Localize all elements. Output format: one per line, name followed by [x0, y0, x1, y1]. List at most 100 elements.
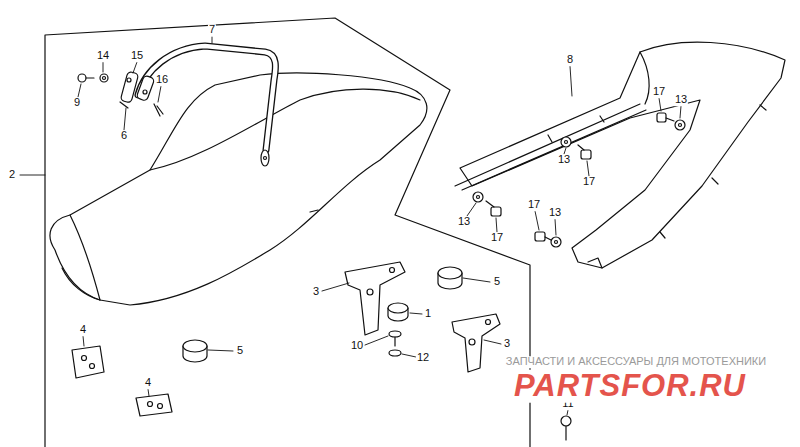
rail-brackets-part	[120, 71, 138, 103]
callout-number: 13	[548, 207, 562, 219]
watermark-text: ЗАПЧАСТИ И АКСЕССУАРЫ ДЛЯ МОТОТЕХНИКИ	[505, 356, 767, 368]
seat-brackets-part	[345, 262, 405, 335]
bolt-part	[561, 416, 571, 426]
callout-number: 16	[155, 74, 169, 86]
tail-cowl-part	[588, 105, 766, 268]
tail-cowl-part	[640, 52, 649, 104]
leader-lines-part	[484, 340, 501, 344]
callout-number: 13	[557, 154, 571, 166]
cowl-bolts-washers-part	[679, 124, 682, 127]
grab-rail-part	[261, 150, 269, 166]
group-frame	[45, 18, 530, 447]
callout-number: 3	[312, 286, 320, 298]
leader-lines-part	[83, 336, 84, 346]
leader-lines-part	[410, 313, 422, 314]
cowl-bolts-washers-part	[535, 232, 545, 241]
leader-lines-part	[402, 354, 416, 357]
leader-lines-part	[463, 278, 490, 282]
callout-number: 5	[236, 345, 244, 357]
seat-plates-part	[136, 394, 172, 416]
leader-lines-part	[570, 66, 572, 96]
callout-number: 17	[490, 232, 504, 244]
callout-number: 15	[130, 50, 144, 62]
callout-number: 13	[674, 94, 688, 106]
cowl-bolts-washers-part	[473, 192, 483, 202]
small-fasteners	[78, 74, 163, 116]
seat-brackets-part	[469, 339, 475, 345]
callout-number: 14	[96, 50, 110, 62]
seat-part	[62, 268, 100, 300]
leader-lines-part	[158, 86, 161, 102]
grab-rail	[138, 46, 275, 166]
callout-number: 7	[208, 24, 216, 36]
callout-number: 17	[652, 86, 666, 98]
small-fasteners-part	[86, 77, 94, 78]
leader-lines-part	[535, 211, 539, 230]
tail-cowl	[455, 42, 785, 268]
cowl-bolts-washers-part	[675, 120, 685, 130]
callout-number: 17	[527, 199, 541, 211]
small-fasteners-part	[78, 74, 86, 82]
tail-cowl-part	[548, 116, 604, 142]
rail-brackets-part	[143, 90, 147, 94]
tail-cowl-part	[455, 104, 646, 190]
tail-cowl-part	[460, 42, 785, 268]
cowl-bolts-washers-part	[666, 118, 674, 121]
callout-number: 4	[144, 377, 152, 389]
grab-rail-part	[138, 46, 275, 150]
callout-number: 9	[73, 97, 81, 109]
cowl-bolts-washers-part	[486, 201, 494, 207]
leader-lines-part	[148, 389, 149, 396]
cowl-bolts-washers-part	[657, 113, 666, 122]
callout-number: 2	[8, 169, 16, 181]
seat-brackets-part	[390, 268, 395, 273]
rail-brackets	[120, 71, 155, 108]
callout-number: 10	[350, 340, 364, 352]
rail-brackets-part	[120, 102, 128, 108]
rail-brackets-part	[136, 75, 155, 101]
leader-lines-part	[212, 37, 213, 43]
seat-brackets-part	[367, 289, 373, 295]
cowl-bolts-washers	[473, 113, 685, 247]
rubber-mounts-part	[438, 267, 462, 279]
leader-lines-part	[365, 336, 388, 345]
leader-lines-part	[208, 350, 233, 351]
rail-brackets-part	[127, 78, 131, 82]
rubber-mounts	[183, 267, 462, 362]
leader-lines-part	[555, 219, 556, 235]
seat-brackets-part	[486, 320, 491, 325]
cowl-bolts-washers-part	[555, 241, 558, 244]
leader-lines-part	[567, 410, 568, 415]
seat-plates-part	[148, 402, 153, 407]
cowl-bolts-washers-part	[565, 141, 568, 144]
seat-plates-part	[72, 346, 104, 378]
callout-number: 12	[416, 352, 430, 364]
callout-number: 3	[503, 338, 511, 350]
cowl-bolts-washers-part	[581, 150, 591, 159]
rubber-mounts-part	[394, 337, 395, 346]
small-fasteners-part	[100, 74, 108, 82]
leader-lines-part	[78, 84, 81, 97]
leader-lines-part	[659, 98, 661, 111]
leader-lines-part	[103, 62, 104, 72]
seat-part	[310, 210, 318, 212]
rubber-mounts-part	[389, 350, 401, 356]
small-fasteners-part	[103, 77, 106, 80]
grab-rail-part	[138, 46, 275, 150]
watermark-logo: PARTSFOR.RU	[513, 370, 747, 403]
leader-lines-part	[564, 148, 566, 154]
callout-number: 6	[120, 130, 128, 142]
leader-lines-part	[133, 62, 137, 73]
seat-part	[70, 215, 100, 300]
seat-plates-part	[82, 356, 87, 361]
leader-lines-part	[124, 108, 126, 130]
cowl-bolts-washers-part	[545, 237, 551, 240]
cowl-bolts-washers-part	[561, 137, 571, 147]
seat-brackets-part	[452, 314, 500, 372]
callout-number: 17	[582, 176, 596, 188]
leader-lines-part	[496, 218, 497, 232]
grab-rail-part	[264, 157, 267, 160]
rubber-mounts-part	[183, 340, 207, 352]
group-frame-part	[45, 18, 530, 447]
